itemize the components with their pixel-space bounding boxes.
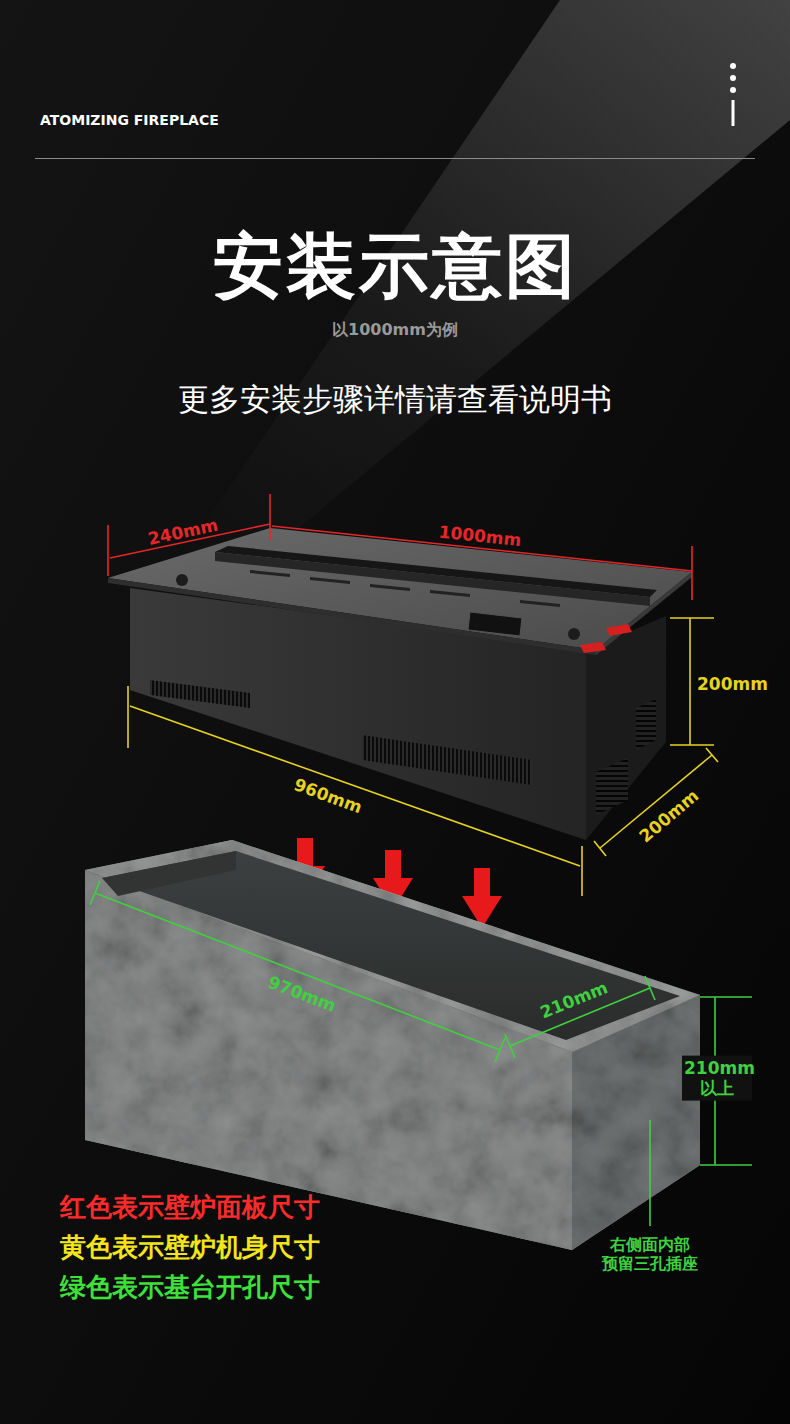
legend-text: 黄色表示壁炉机身尺寸: [60, 1232, 320, 1262]
title: 安装示意图: [213, 224, 578, 308]
legend-item: 绿色表示基台开孔尺寸: [60, 1272, 320, 1303]
dimension-label: 210mm 以上: [682, 1056, 752, 1101]
brand-name: ATOMIZING FIREPLACE: [40, 112, 219, 129]
callout-note: 右侧面内部 预留三孔插座: [600, 1235, 700, 1273]
dimension-label: 200mm: [697, 674, 768, 694]
legend-text: 红色表示壁炉面板尺寸: [60, 1192, 320, 1222]
note: 更多安装步骤详情请查看说明书: [178, 381, 612, 418]
legend-item: 黄色表示壁炉机身尺寸: [60, 1232, 320, 1263]
legend-text: 绿色表示基台开孔尺寸: [60, 1272, 320, 1302]
subtitle: 以1000mm为例: [332, 320, 458, 339]
legend-item: 红色表示壁炉面板尺寸: [60, 1192, 320, 1223]
